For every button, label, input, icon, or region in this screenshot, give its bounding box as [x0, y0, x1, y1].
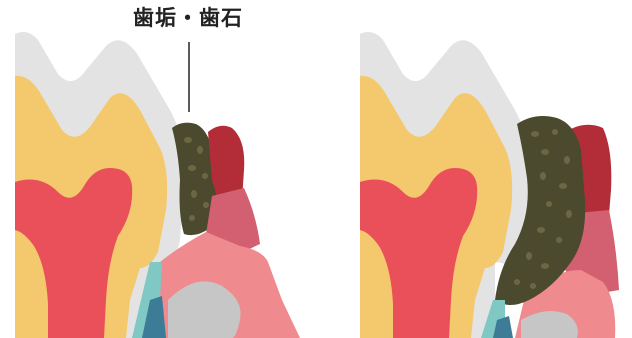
panel-mild-buildup: [15, 32, 300, 338]
panel-heavy-buildup: [360, 32, 619, 338]
